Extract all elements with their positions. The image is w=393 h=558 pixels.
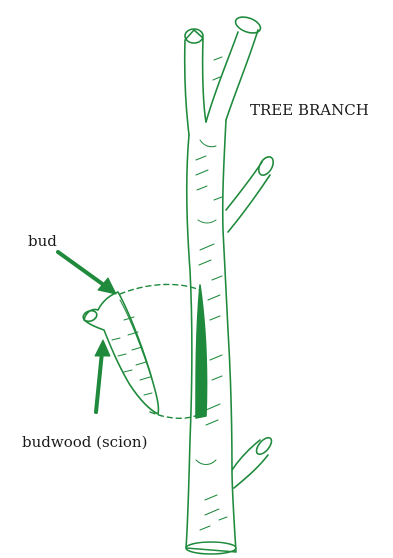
budwood-scion-drawing: [82, 292, 159, 414]
tree-branch-drawing: [185, 14, 276, 554]
budwood-label: budwood (scion): [22, 435, 147, 450]
arrow-pointing-to-budwood: [95, 340, 110, 412]
arrow-pointing-to-bud: [58, 252, 116, 294]
bud-label: bud: [28, 234, 57, 249]
dashed-connector: [120, 284, 200, 294]
tree-branch-label: TREE BRANCH: [250, 103, 369, 118]
